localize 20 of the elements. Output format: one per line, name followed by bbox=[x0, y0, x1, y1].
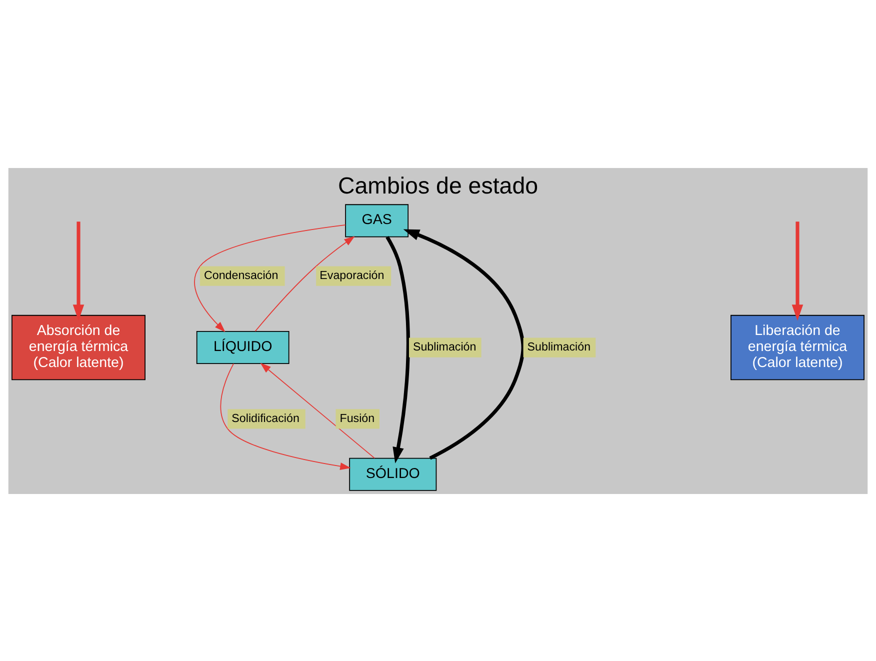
edge-label: Sublimación bbox=[527, 340, 591, 354]
node-box: GAS bbox=[345, 204, 409, 237]
edge-label: Sublimación bbox=[412, 340, 476, 354]
node-box: LÍQUIDO bbox=[196, 330, 290, 364]
arrow bbox=[792, 221, 804, 320]
edge-label: Fusión bbox=[340, 412, 375, 425]
edge-label: Condensación bbox=[204, 268, 278, 282]
arrow bbox=[220, 362, 351, 470]
arrow bbox=[403, 228, 525, 460]
arrow bbox=[194, 224, 346, 332]
arrow bbox=[72, 221, 84, 320]
arrow bbox=[254, 236, 355, 332]
node-box: SÓLIDO bbox=[349, 457, 437, 490]
arrow bbox=[260, 362, 376, 458]
node-box: Liberación de energía térmica (Calor latente) bbox=[730, 314, 864, 380]
diagram-title: Cambios de estado bbox=[338, 172, 538, 198]
edge-label: Solidificación bbox=[232, 412, 300, 425]
edge-label: Evaporación bbox=[320, 268, 384, 282]
arrow bbox=[386, 236, 410, 463]
node-box: Absorción de energía térmica (Calor latente) bbox=[12, 314, 146, 380]
